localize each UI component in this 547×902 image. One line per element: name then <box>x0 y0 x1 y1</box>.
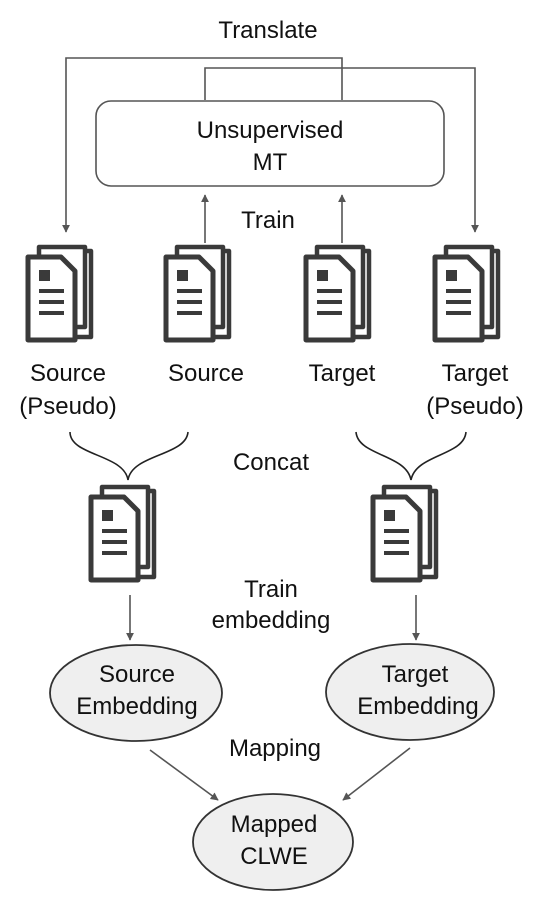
source-pseudo-label-line1: Source <box>30 360 106 387</box>
mapped-clwe-label-line1: Mapped <box>231 811 318 838</box>
mapped-clwe-label-line2: CLWE <box>240 843 308 870</box>
concat-brace-source <box>69 431 189 481</box>
target-pseudo-document-icon <box>435 247 498 340</box>
target-pseudo-label-line1: Target <box>442 360 509 387</box>
mapping-arrow-target <box>342 747 411 801</box>
target-embedding-label-line2: Embedding <box>357 693 478 720</box>
source-pseudo-label-line2: (Pseudo) <box>19 393 116 420</box>
unsupervised-mt-label-line1: Unsupervised <box>197 117 344 144</box>
unsupervised-mt-label-line2: MT <box>253 149 288 176</box>
source-document-icon <box>166 247 229 340</box>
target-concat-document-icon <box>373 487 436 580</box>
translate-arrow-to-source-pseudo <box>62 57 343 233</box>
mapping-arrow-source <box>149 749 219 801</box>
source-label: Source <box>168 360 244 387</box>
unsupervised-mt-box: Unsupervised MT <box>95 100 445 187</box>
source-pseudo-document-icon <box>28 247 91 340</box>
target-embedding-node: Target Embedding <box>325 643 495 741</box>
concat-label: Concat <box>233 449 309 476</box>
source-embedding-node: Source Embedding <box>49 644 223 742</box>
mapped-clwe-node: Mapped CLWE <box>192 793 354 891</box>
target-pseudo-label-line2: (Pseudo) <box>426 393 523 420</box>
source-embedding-label-line2: Embedding <box>76 693 197 720</box>
source-embedding-label-line1: Source <box>99 661 175 688</box>
train-label: Train <box>241 207 295 234</box>
target-document-icon <box>306 247 369 340</box>
concat-brace-target <box>355 431 467 481</box>
translate-arrow-to-target-pseudo <box>204 67 479 233</box>
train-embedding-label-line1: Train <box>244 576 298 603</box>
target-embedding-label-line1: Target <box>382 661 449 688</box>
train-embedding-label-line2: embedding <box>212 607 331 634</box>
target-label: Target <box>309 360 376 387</box>
source-concat-document-icon <box>91 487 154 580</box>
translate-label: Translate <box>218 17 317 44</box>
mapping-label: Mapping <box>229 735 321 762</box>
